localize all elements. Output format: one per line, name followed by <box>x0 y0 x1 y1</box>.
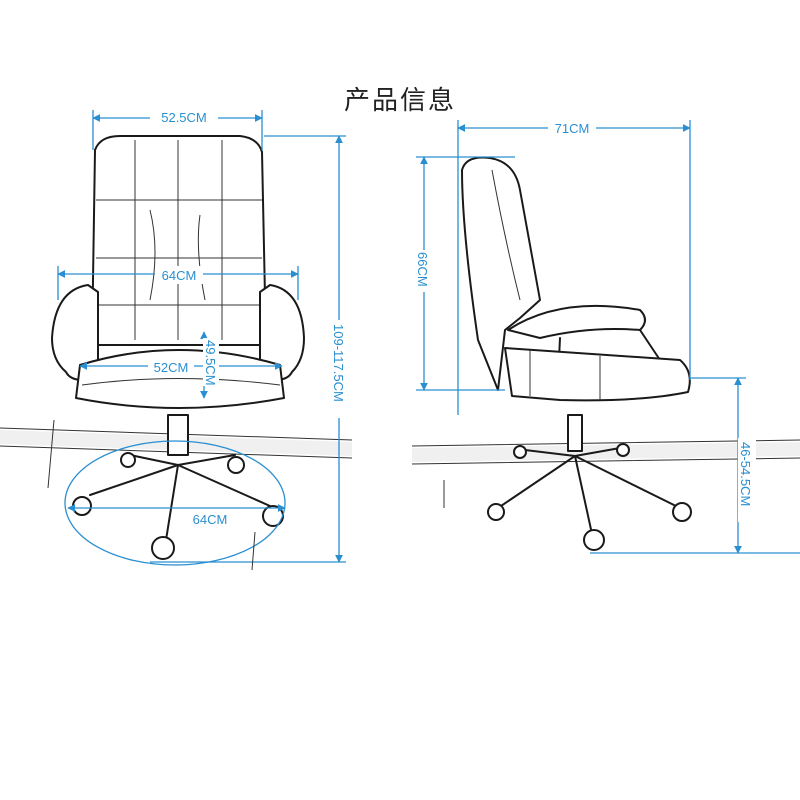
gas-column <box>167 414 189 456</box>
label-base-width: 64CM <box>193 512 228 527</box>
side-chair <box>461 156 692 551</box>
page-title: 产品信息 <box>343 86 456 116</box>
dim-seat-width: 52CM <box>79 358 283 376</box>
label-front-top-width: 52.5CM <box>161 110 207 125</box>
side-seat <box>504 347 691 402</box>
front-chair <box>51 135 305 566</box>
dim-front-arm-width: 64CM <box>57 266 299 300</box>
label-back-height: 66CM <box>415 252 430 287</box>
dim-side-depth: 71CM <box>457 119 691 415</box>
dim-front-top-width: 52.5CM <box>92 108 263 150</box>
label-seat-width: 52CM <box>154 360 189 375</box>
side-gas-column <box>567 414 583 452</box>
dim-base-width: 64CM <box>67 504 286 528</box>
dim-back-height: 66CM <box>414 156 515 391</box>
side-backrest <box>461 156 541 391</box>
label-side-depth: 71CM <box>555 121 590 136</box>
side-armrest <box>507 305 646 339</box>
star-base <box>89 454 271 541</box>
label-seat-depth: 49.5CM <box>203 340 218 386</box>
label-total-height: 109-117.5CM <box>331 324 346 402</box>
base-footprint-ellipse <box>64 440 286 566</box>
label-front-arm-width: 64CM <box>162 268 197 283</box>
dim-seat-depth: 49.5CM <box>200 331 219 399</box>
label-seat-height: 46-54.5CM <box>738 442 753 506</box>
dim-total-height: 109-117.5CM <box>150 135 349 563</box>
side-star-base <box>497 447 681 535</box>
backrest <box>91 135 267 346</box>
dim-seat-height: 46-54.5CM <box>590 377 800 554</box>
casters-side <box>487 443 692 551</box>
